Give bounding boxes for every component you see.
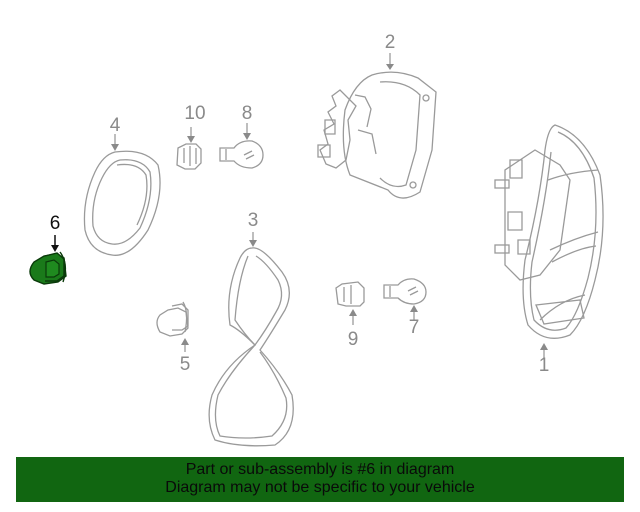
info-banner: Part or sub-assembly is #6 in diagram Di… xyxy=(16,457,624,502)
banner-line-disclaimer: Diagram may not be specific to your vehi… xyxy=(165,479,475,496)
part-5-cap-nut[interactable] xyxy=(156,301,189,352)
callout-6[interactable]: 6 xyxy=(49,213,61,234)
callout-2[interactable]: 2 xyxy=(384,32,396,53)
part-1-tail-lamp[interactable] xyxy=(494,124,604,360)
part-10-socket[interactable] xyxy=(176,127,202,170)
callout-10[interactable]: 10 xyxy=(184,103,206,124)
callout-4[interactable]: 4 xyxy=(109,115,121,136)
part-3-gasket[interactable] xyxy=(208,232,294,447)
callout-8[interactable]: 8 xyxy=(241,103,253,124)
callout-7[interactable]: 7 xyxy=(408,317,420,338)
callout-3[interactable]: 3 xyxy=(247,210,259,231)
part-7-bulb[interactable] xyxy=(383,278,427,320)
part-4-gasket[interactable] xyxy=(83,134,161,256)
callout-1[interactable]: 1 xyxy=(538,355,550,376)
banner-line-part: Part or sub-assembly is #6 in diagram xyxy=(185,461,455,478)
part-6-nut-highlighted[interactable] xyxy=(29,235,67,285)
callout-9[interactable]: 9 xyxy=(347,329,359,350)
callout-5[interactable]: 5 xyxy=(179,354,191,375)
part-8-bulb[interactable] xyxy=(219,123,264,169)
part-2-lamp-housing[interactable] xyxy=(317,53,437,199)
part-9-socket[interactable] xyxy=(335,281,365,325)
